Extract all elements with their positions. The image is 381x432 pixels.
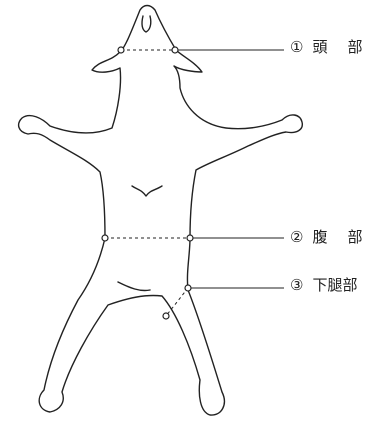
label-abdomen-text-a: 腹	[312, 228, 327, 246]
label-lower-leg: ③ 下腿部	[290, 278, 357, 293]
leg-point-upper	[185, 285, 191, 291]
label-head-text-a: 頭	[312, 38, 327, 56]
label-leg-text: 下腿部	[312, 276, 357, 294]
label-head-number: ①	[290, 38, 303, 56]
label-head-text-b: 部	[347, 38, 362, 56]
abdomen-point-left	[102, 235, 108, 241]
label-abdomen-number: ②	[290, 228, 303, 246]
abdomen-point-right	[187, 235, 193, 241]
snout-line	[142, 16, 151, 32]
body-outline	[19, 6, 303, 416]
leg-dashed-line	[166, 288, 188, 316]
label-leg-number: ③	[290, 276, 303, 294]
leg-point-lower	[163, 313, 169, 319]
head-point-left	[118, 47, 124, 53]
chest-notch	[132, 186, 162, 196]
pelvis-curve	[118, 282, 150, 291]
label-abdomen-text-b: 部	[347, 228, 362, 246]
head-point-right	[172, 47, 178, 53]
